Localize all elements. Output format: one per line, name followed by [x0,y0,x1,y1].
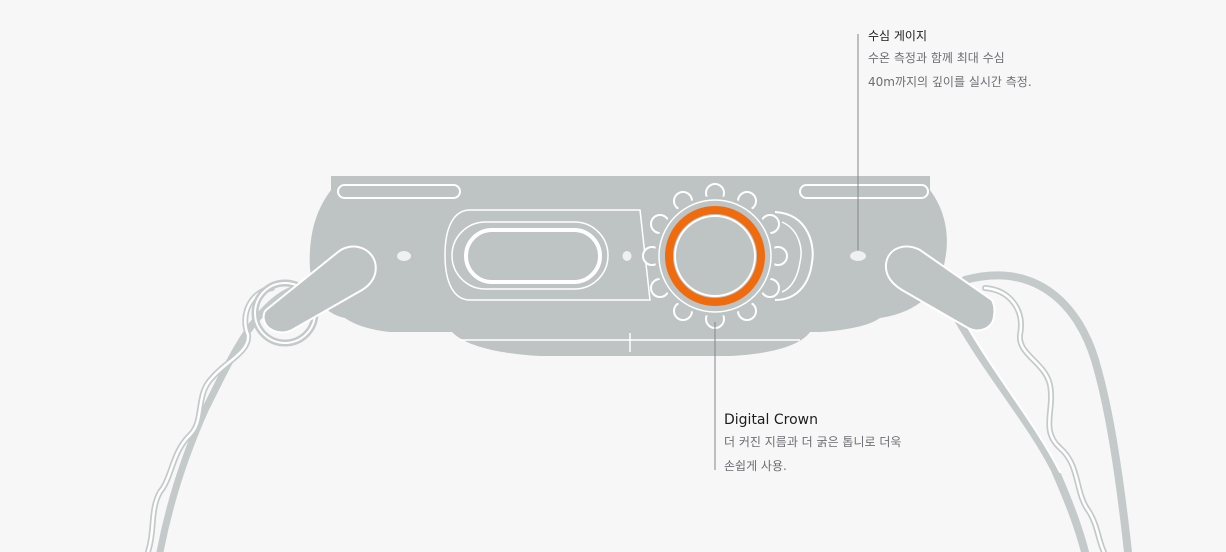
left-speaker-grille [397,251,411,261]
top-slot-left [337,184,461,199]
lugs [262,245,996,334]
callout-digital-crown: Digital Crown 더 커진 지름과 더 굵은 톱니로 더욱 손쉽게 사… [724,410,901,478]
depth-gauge-title: 수심 게이지 [868,29,928,43]
digital-crown-desc-line2: 손쉽게 사용. [724,459,787,473]
crown-guard [774,211,814,301]
depth-gauge-desc-line1: 수온 측정과 함께 최대 수심 [868,51,1005,65]
crown-guard-inner [781,221,802,293]
depth-gauge-desc-line2: 40m까지의 깊이를 실시간 측정. [868,75,1032,89]
right-band-wave-highlight [983,286,1106,552]
top-slot-right [799,184,929,199]
mid-sensor-dot [622,251,632,261]
case-panel-outline [444,209,651,301]
crown-outline [658,199,772,313]
digital-crown-desc-line1: 더 커진 지름과 더 굵은 톱니로 더욱 [724,435,902,449]
digital-crown [642,183,788,329]
right-band [946,271,1132,552]
left-lug [262,245,377,334]
case-sensor-base [452,332,810,356]
right-band-inner [946,301,1089,552]
case-bottom-step [345,318,880,332]
crown-center [674,215,756,297]
left-band [145,279,319,552]
right-band-outer [961,271,1132,552]
depth-gauge-sensor [850,251,866,261]
watch-case [309,176,947,356]
right-band-inner-highlight [957,309,1061,473]
callout-depth-gauge: 수심 게이지 수온 측정과 함께 최대 수심 40m까지의 깊이를 실시간 측정… [868,26,1032,94]
right-band-wave [982,285,1107,552]
right-lug [884,245,996,332]
left-band-outer [156,286,296,552]
case-top-edge [331,176,930,190]
digital-crown-title: Digital Crown [724,412,818,428]
side-button-inner [464,228,602,284]
left-band-loop-highlight [146,286,274,552]
